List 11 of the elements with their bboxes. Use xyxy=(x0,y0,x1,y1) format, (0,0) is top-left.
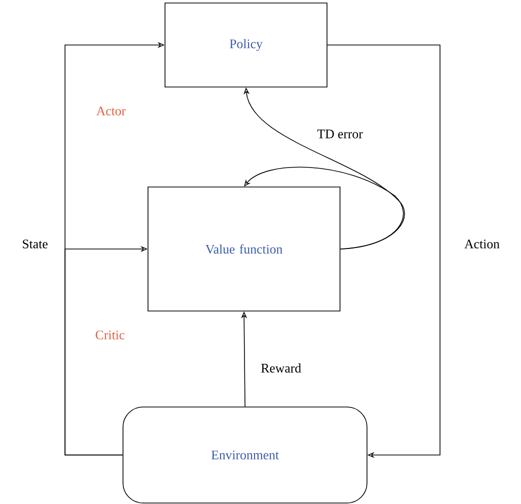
edge-label: Action xyxy=(463,238,501,250)
role-label: Actor xyxy=(96,106,126,116)
edge-label: TD error xyxy=(316,128,364,140)
role-label: Critic xyxy=(96,330,124,340)
arrow xyxy=(327,44,440,458)
process-box: Value function xyxy=(148,186,340,312)
edge-label: Reward xyxy=(260,362,302,374)
edge-label: State xyxy=(21,238,49,250)
process-box: Environment xyxy=(122,406,368,504)
arrow xyxy=(244,166,404,250)
process-box: Policy xyxy=(164,2,328,88)
